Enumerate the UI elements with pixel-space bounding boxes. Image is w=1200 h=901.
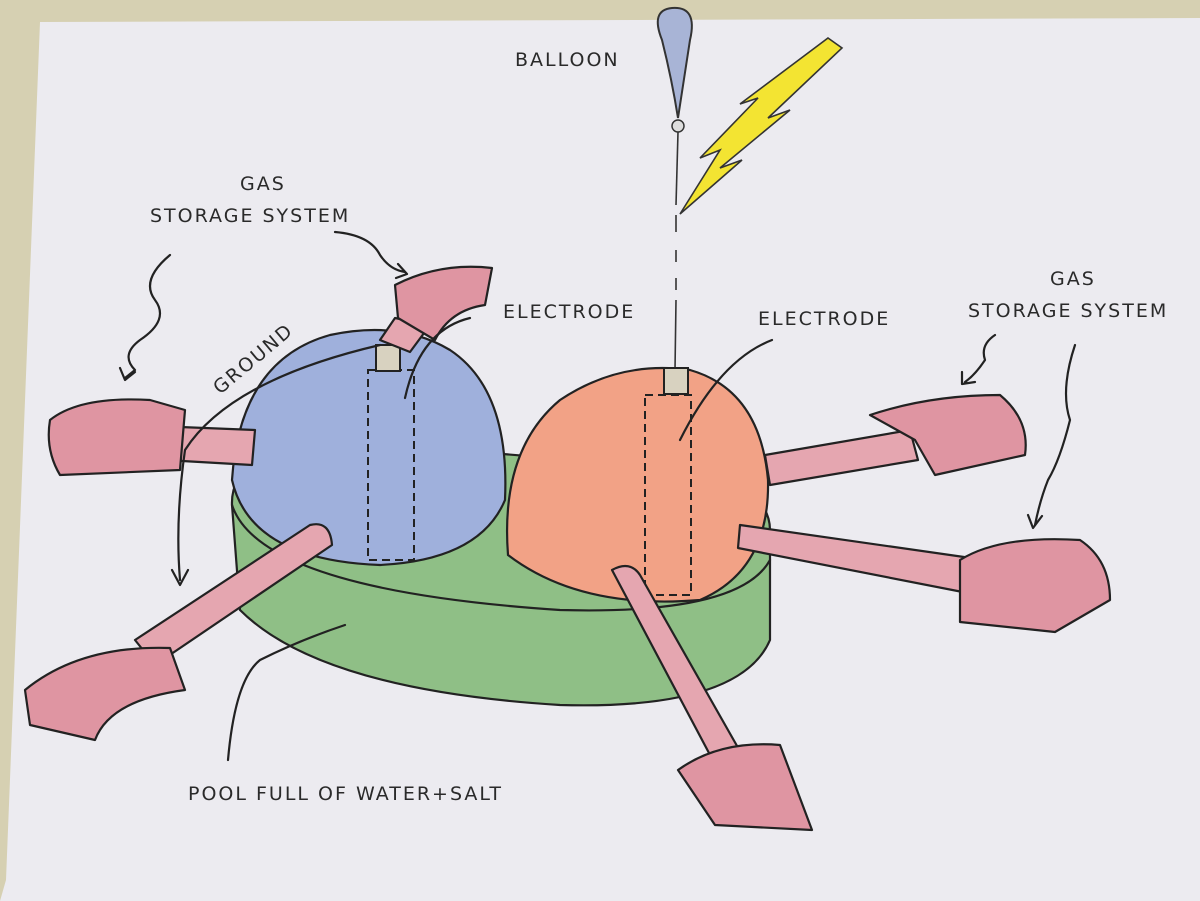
- label-balloon: BALLOON: [515, 49, 620, 71]
- label-electrode-left: ELECTRODE: [503, 301, 635, 323]
- label-pool: POOL FULL OF WATER+SALT: [188, 783, 503, 805]
- leader-gas-right-arrow: [1026, 343, 1077, 530]
- leader-gas-left-top-arrow: [333, 230, 409, 280]
- ground-arrow: [170, 343, 382, 587]
- leader-gas-right-top-arrow: [960, 333, 997, 386]
- label-electrode-right: ELECTRODE: [758, 308, 890, 330]
- balloon: [656, 6, 693, 371]
- leader-gas-left-arrow: [118, 253, 172, 382]
- label-gas-right-2: STORAGE SYSTEM: [968, 300, 1168, 322]
- lightning-bolt: [679, 37, 844, 215]
- leader-electrode-left: [403, 316, 472, 400]
- gas-storage-right-group: [610, 393, 1112, 832]
- label-gas-right-1: GAS: [1050, 268, 1096, 290]
- blue-dome: [230, 328, 507, 567]
- gas-storage-left-group: [23, 265, 494, 742]
- label-gas-left-1: GAS: [240, 173, 286, 195]
- label-gas-left-2: STORAGE SYSTEM: [150, 205, 350, 227]
- leader-pool: [226, 623, 347, 762]
- leader-electrode-right: [678, 338, 774, 442]
